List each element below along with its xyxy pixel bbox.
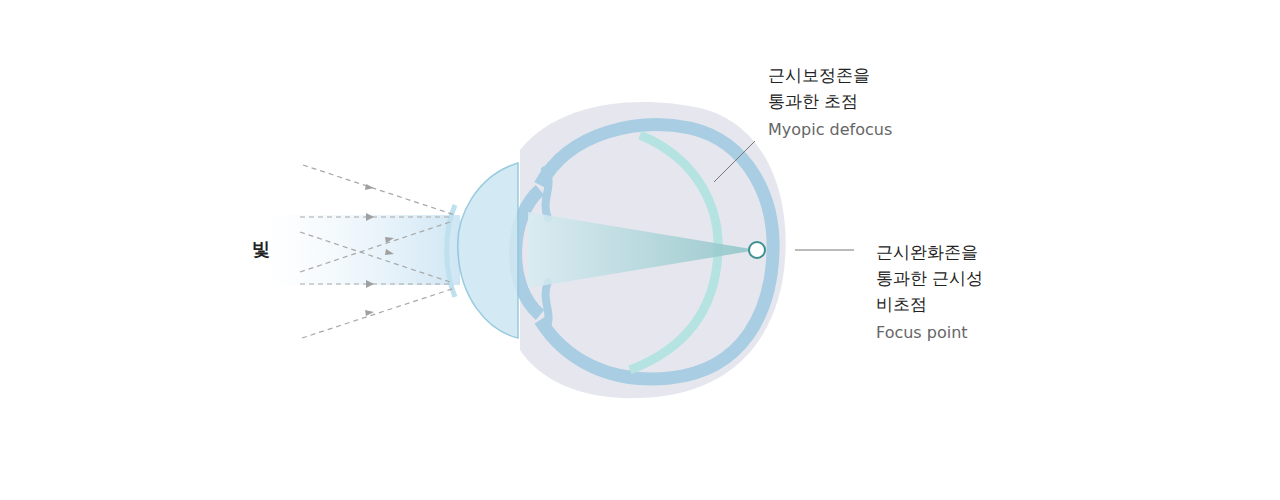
defocus-label: 근시보정존을 통과한 초점	[768, 62, 886, 114]
focus-label: 근시완화존을 통과한 근시성 비초점	[876, 239, 998, 317]
focus-english: Focus point	[876, 320, 1076, 346]
defocus-english: Myopic defocus	[768, 117, 968, 143]
light-label: 빛	[252, 236, 292, 262]
